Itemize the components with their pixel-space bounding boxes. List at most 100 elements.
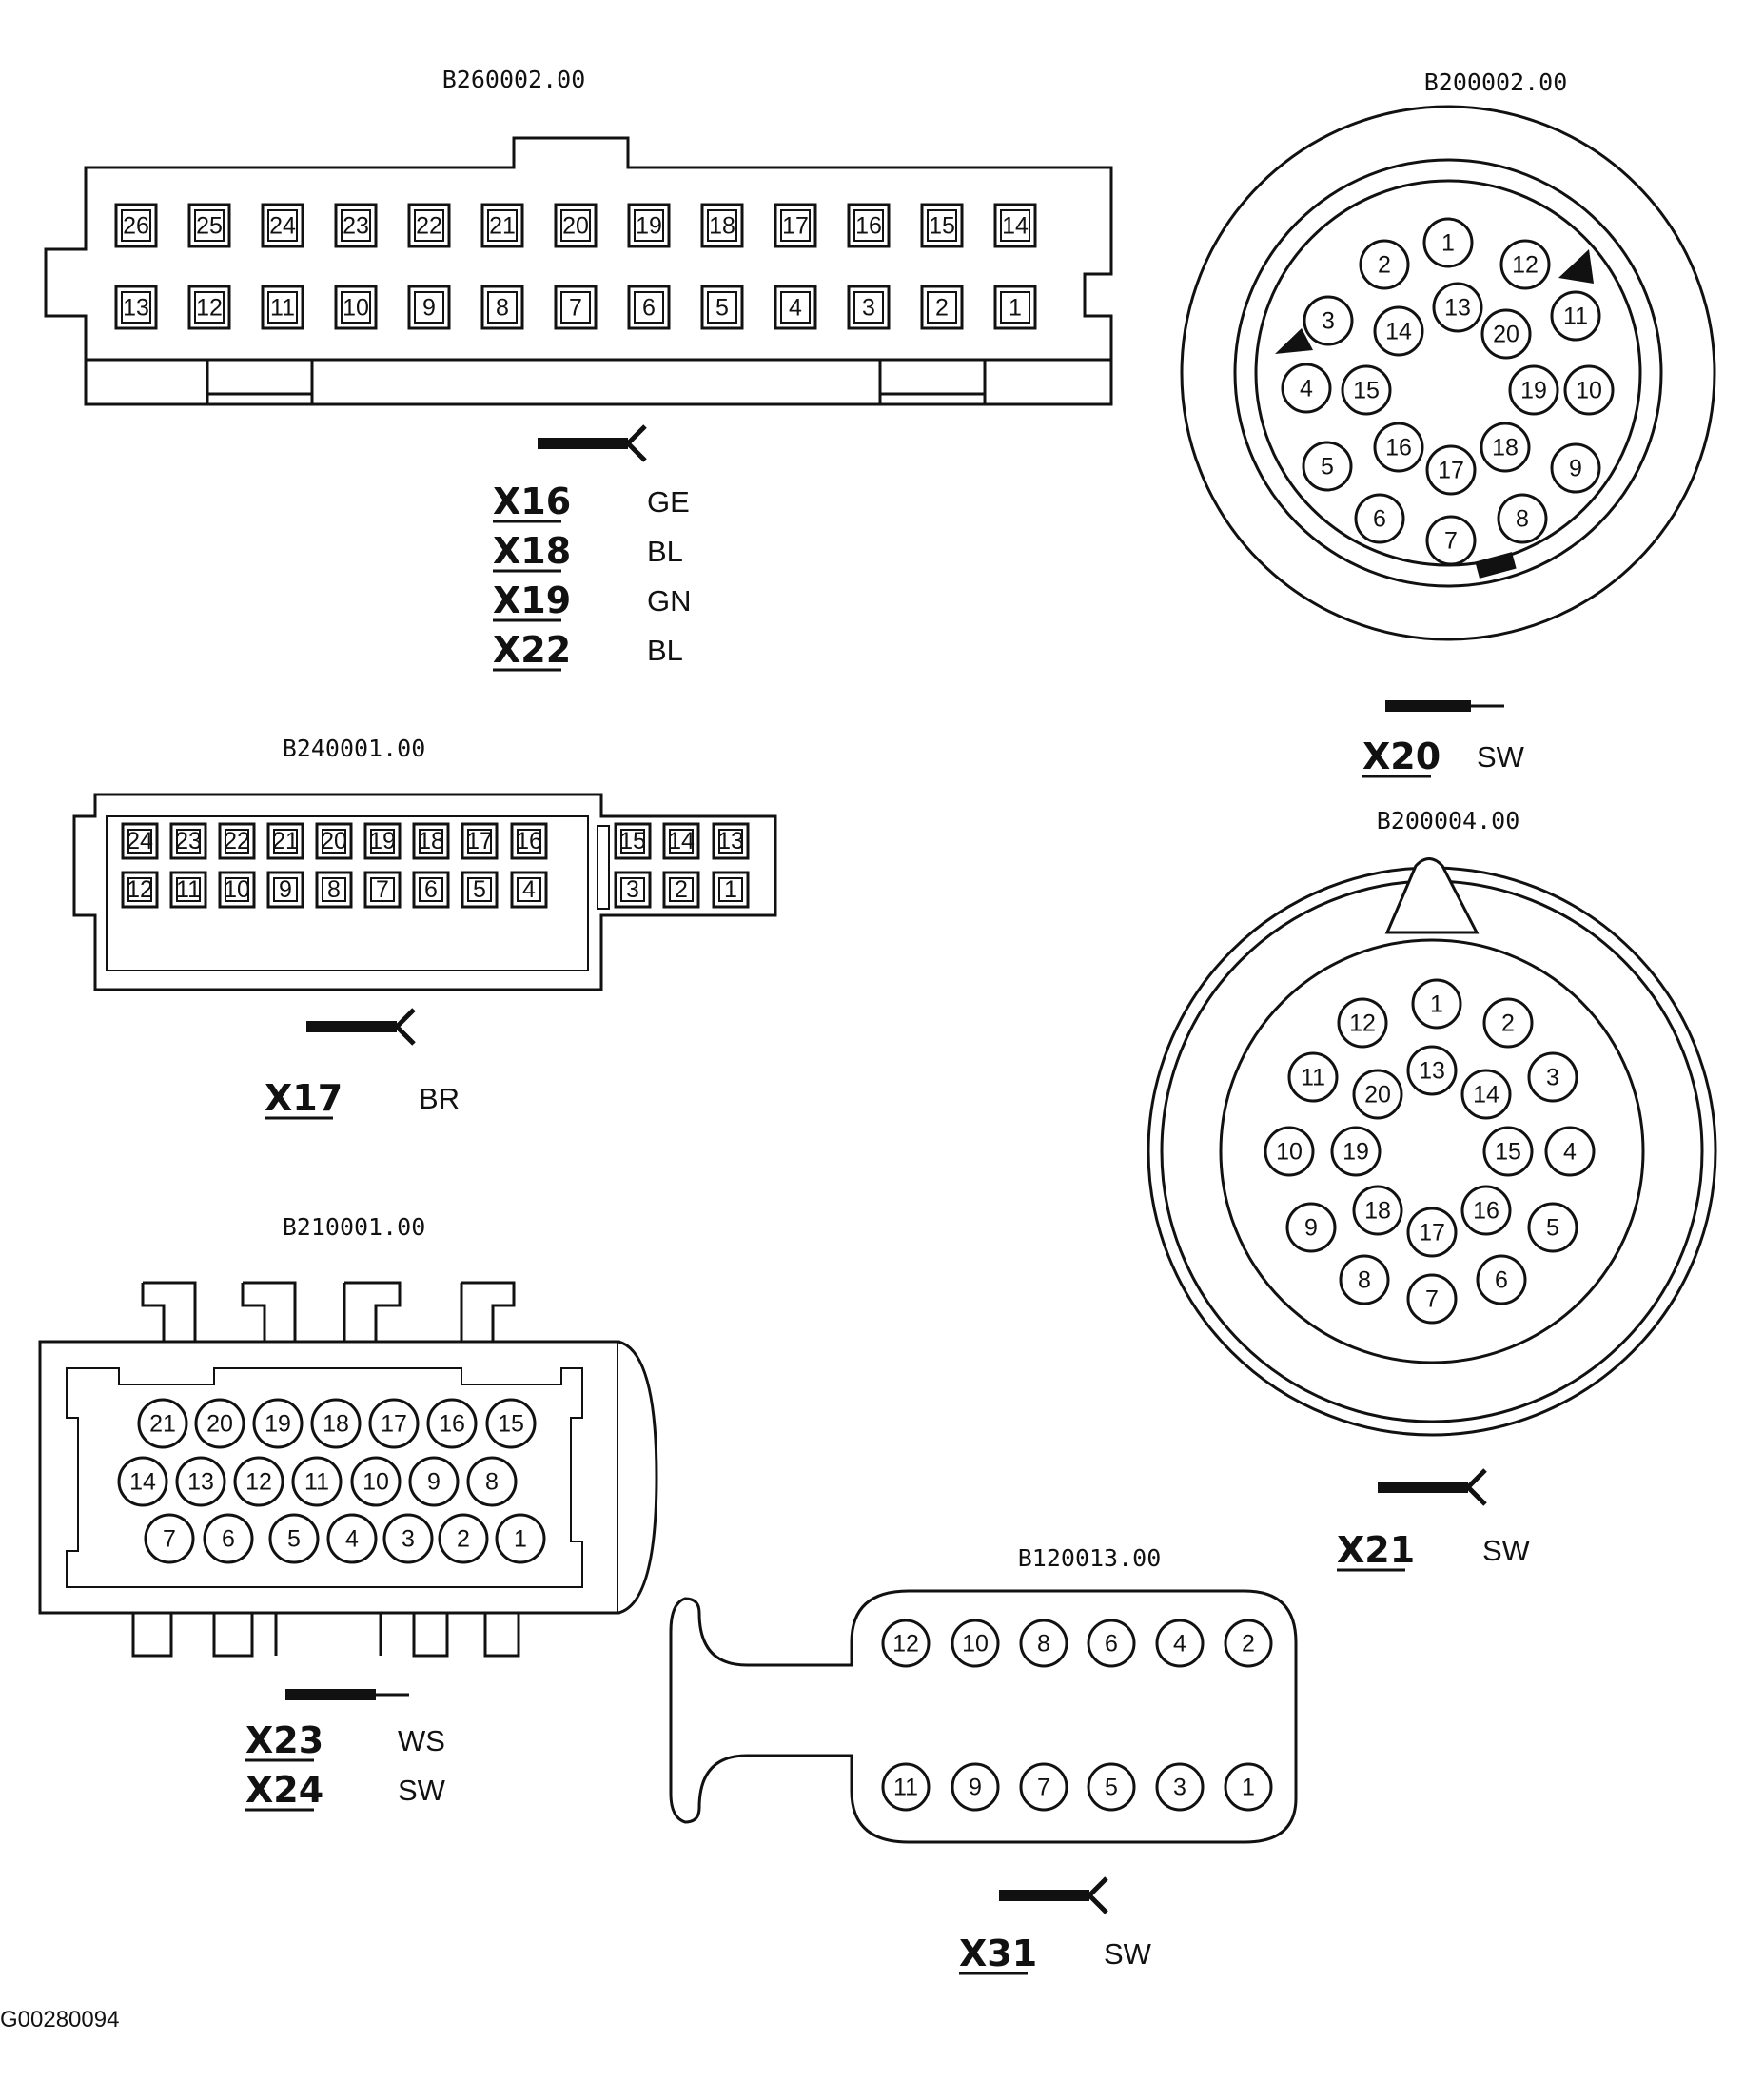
pin: 19 — [1330, 1126, 1382, 1177]
pin-number: 15 — [498, 1411, 524, 1438]
pin: 19 — [1508, 364, 1559, 416]
pin: 2 — [1482, 997, 1534, 1049]
pin-number: 3 — [1173, 1775, 1186, 1801]
pin: 11 — [1287, 1051, 1339, 1103]
pin: 10 — [951, 1619, 1000, 1668]
pin: 8 — [1497, 493, 1548, 544]
pin: 20 — [315, 822, 353, 860]
pin: 6 — [627, 285, 671, 330]
connector-code: B120013.00 — [1018, 1544, 1162, 1572]
pin: 14 — [662, 822, 700, 860]
pin: 14 — [1460, 1069, 1512, 1120]
pin-number: 23 — [343, 213, 369, 240]
pin: 21 — [266, 822, 304, 860]
pin-number: 10 — [363, 1469, 389, 1496]
pin: 12 — [1499, 239, 1551, 290]
pin: 8 — [1019, 1619, 1068, 1668]
pin: 7 — [144, 1513, 195, 1564]
pin-number: 14 — [1385, 319, 1412, 345]
pin-number: 4 — [345, 1526, 359, 1553]
pin-number: 6 — [424, 876, 438, 903]
pin-number: 11 — [1301, 1065, 1325, 1091]
pin-number: 19 — [369, 828, 396, 854]
pin: 12 — [233, 1456, 284, 1507]
pin: 14 — [117, 1456, 168, 1507]
pin: 3 — [614, 871, 652, 909]
pin-number: 1 — [1441, 230, 1455, 257]
pin-number: 6 — [1105, 1631, 1118, 1658]
pin-number: 5 — [287, 1526, 301, 1553]
pin: 5 — [461, 871, 499, 909]
pin-number: 15 — [929, 213, 955, 240]
pin: 14 — [1373, 305, 1424, 357]
pin: 3 — [1303, 295, 1354, 346]
pin: 7 — [1019, 1762, 1068, 1812]
connector-code: B260002.00 — [442, 66, 586, 93]
pin: 18 — [700, 203, 744, 248]
pin-number: 7 — [1425, 1286, 1439, 1313]
pin-number: 8 — [327, 876, 341, 903]
pin: 20 — [554, 203, 598, 248]
pin: 24 — [261, 203, 304, 248]
wire-color: BL — [647, 634, 683, 667]
pin-number: 13 — [123, 295, 149, 322]
pin-number: 20 — [1493, 322, 1519, 348]
pin-number: 24 — [127, 828, 153, 854]
pin-number: 5 — [1321, 454, 1334, 481]
pin: 1 — [993, 285, 1037, 330]
pin-number: 3 — [626, 876, 639, 903]
pin-number: 7 — [376, 876, 389, 903]
pin-number: 4 — [1300, 376, 1313, 402]
pin-number: 11 — [1563, 304, 1588, 330]
pin: 10 — [1563, 364, 1615, 416]
pin-number: 8 — [1358, 1267, 1371, 1294]
pin-number: 16 — [516, 828, 542, 854]
pin-number: 9 — [427, 1469, 441, 1496]
wire-color: SW — [1104, 1937, 1152, 1971]
wire-label-row: X31 SW — [959, 1933, 1152, 1975]
pin: 15 — [1341, 364, 1392, 416]
plug-icon — [1378, 1468, 1487, 1506]
pin: 22 — [218, 822, 256, 860]
pin-number: 16 — [439, 1411, 465, 1438]
pin: 14 — [993, 203, 1037, 248]
pin: 20 — [1352, 1069, 1403, 1120]
pin: 15 — [485, 1398, 537, 1449]
pin-number: 9 — [1304, 1215, 1318, 1242]
pin-number: 4 — [522, 876, 536, 903]
pin: 21 — [480, 203, 524, 248]
pin: 15 — [920, 203, 964, 248]
wire-color: BL — [647, 535, 683, 568]
pin-number: 12 — [1512, 252, 1539, 279]
pin: 23 — [334, 203, 378, 248]
pin-number: 9 — [279, 876, 292, 903]
pin: 13 — [712, 822, 750, 860]
connector-id: X31 — [959, 1933, 1037, 1974]
pin: 9 — [408, 1456, 460, 1507]
pin-number: 22 — [224, 828, 250, 854]
wire-color: WS — [398, 1724, 445, 1757]
pin-number: 18 — [418, 828, 444, 854]
key-marker — [1475, 552, 1517, 579]
pin-number: 3 — [402, 1526, 415, 1553]
plug-icon — [285, 1689, 409, 1700]
pin-number: 16 — [1473, 1198, 1499, 1225]
pin: 8 — [466, 1456, 518, 1507]
pin: 18 — [412, 822, 450, 860]
pin-number: 21 — [272, 828, 299, 854]
pin: 7 — [1406, 1273, 1458, 1325]
pin-number: 12 — [892, 1631, 919, 1658]
pin-number: 13 — [1444, 295, 1471, 322]
pin: 20 — [194, 1398, 245, 1449]
connector-id: X20 — [1362, 736, 1441, 777]
